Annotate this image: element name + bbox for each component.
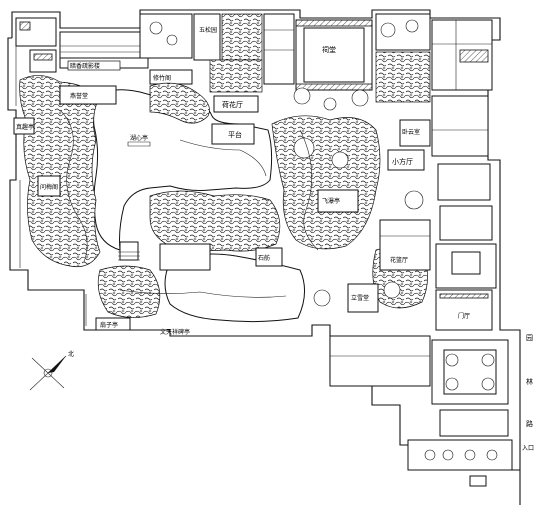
northeast-buildings: 卧云室 xyxy=(375,13,493,147)
east-strip: 门厅 xyxy=(431,95,497,331)
label-small-square-hall: 小方厅 xyxy=(392,157,413,166)
label-zhenqu: 真趣亭 xyxy=(16,123,34,131)
platform-lotus-hall: 荷花厅 平台 xyxy=(211,95,259,145)
label-fan-pavilion: 扇子亭 xyxy=(100,321,118,329)
label-road-1: 园 xyxy=(526,334,533,342)
north-arrow: 北 xyxy=(29,350,74,391)
label-pond-pavilion: 湖心亭 xyxy=(130,134,148,142)
east-road-labels: 园 林 路 xyxy=(526,334,533,428)
southeast-entrance: 入口 xyxy=(329,335,534,487)
label-side-hall: 花篮厅 xyxy=(390,256,408,264)
garden-paths xyxy=(59,109,319,298)
ancestral-hall-block: 祠堂 xyxy=(293,19,373,111)
label-five-pine: 五松园 xyxy=(199,26,217,34)
label-gate-hall: 门厅 xyxy=(458,312,470,320)
north-arrow-label: 北 xyxy=(68,350,74,358)
label-ancestral-hall: 祠堂 xyxy=(322,45,336,54)
label-yanyu: 燕誉堂 xyxy=(70,92,88,100)
label-stone-boat: 石舫 xyxy=(258,254,270,262)
label-hexagon-pavilion: 修竹阁 xyxy=(153,74,171,82)
northwest-buildings: 暗香疏影楼 xyxy=(15,17,149,73)
north-central-buildings: 五松园 修竹阁 xyxy=(139,13,295,93)
centre-south-buildings: 石舫 扇子亭 文天祥碑亭 xyxy=(95,241,283,336)
label-pavilion-waterfall: 飞瀑亭 xyxy=(322,197,340,205)
label-standing-snow: 立雪堂 xyxy=(351,294,369,302)
label-entrance: 入口 xyxy=(522,445,534,452)
label-road-3: 路 xyxy=(526,419,533,428)
label-wen-tablet: 文天祥碑亭 xyxy=(160,328,190,336)
label-east-mark: 卧云室 xyxy=(402,128,420,136)
label-platform: 平台 xyxy=(228,130,242,139)
east-centre-buildings: 飞瀑亭 小方厅 花篮厅 立雪堂 xyxy=(293,137,431,313)
label-wall-notice: 暗香疏影楼 xyxy=(70,62,100,70)
west-side: 燕誉堂 问梅阁 真趣亭 xyxy=(13,85,117,197)
label-west-corridor: 问梅阁 xyxy=(40,183,58,191)
label-road-2: 林 xyxy=(526,377,533,386)
label-lotus-hall: 荷花厅 xyxy=(222,100,243,109)
